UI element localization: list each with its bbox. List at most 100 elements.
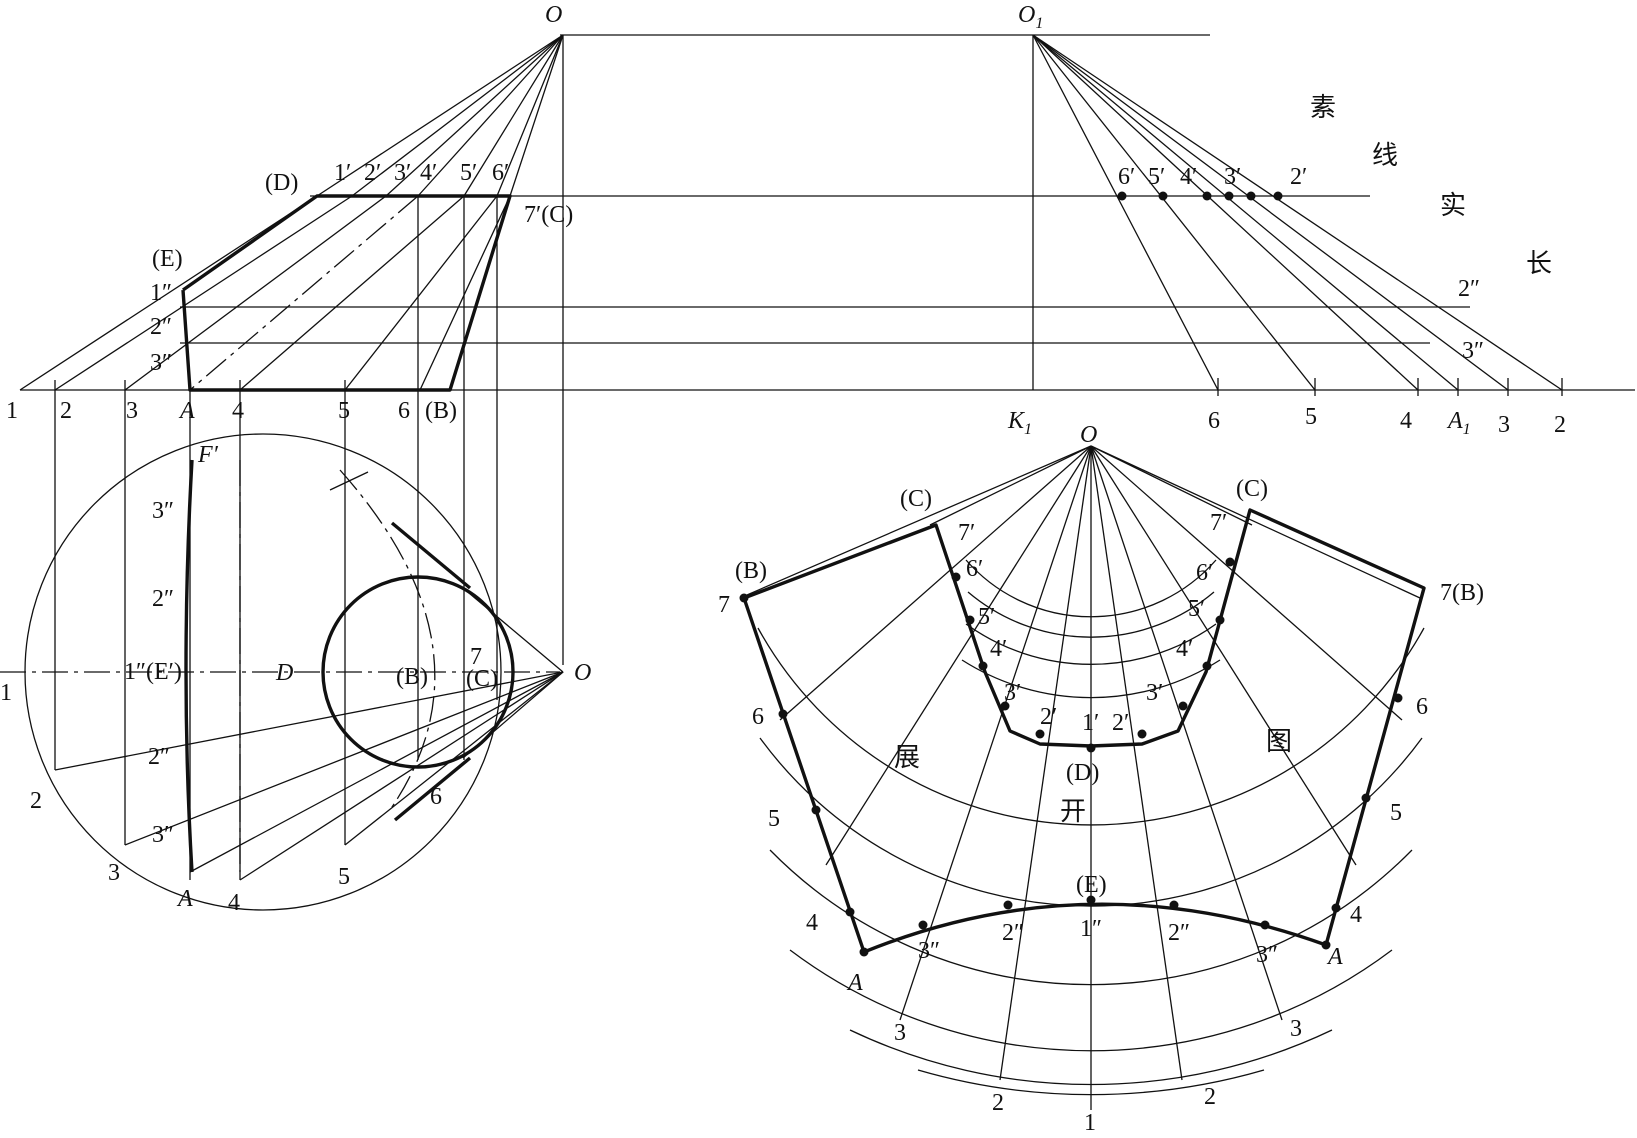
dev-inner-left-6: 6′: [966, 556, 983, 582]
dev-E-label: (E): [1076, 872, 1107, 898]
dev-title-char-3: 图: [1266, 727, 1292, 757]
front-top-point-2: 2′: [364, 160, 381, 186]
dev-inner-left-2: 2′: [1040, 704, 1057, 730]
tl-top-4: 4′: [1180, 164, 1197, 190]
dev-side-right-6: 6: [1416, 694, 1428, 720]
tl-base-4: 4: [1400, 408, 1412, 434]
top-F-label: F′: [197, 442, 219, 468]
tl-base-3: 3: [1498, 412, 1510, 438]
dev-bottom-2-left: 2: [992, 1090, 1004, 1116]
dev-outer-right-2: 2″: [1168, 920, 1190, 946]
tl-top-6: 6′: [1118, 164, 1135, 190]
tl-title-char-1: 素: [1310, 93, 1336, 123]
top-B-label: (B): [396, 664, 428, 690]
front-C-label: 7′(C): [524, 202, 573, 228]
top-E-label: 1″(E′): [124, 659, 182, 685]
tl-ticks: [1217, 378, 1563, 396]
arc-tick: [329, 471, 369, 491]
dev-inner-right-7: 7′: [1210, 510, 1227, 536]
top-C-label: (C): [466, 666, 498, 692]
dev-inner-left-5: 5′: [978, 604, 995, 630]
dev-inner-right-3: 3′: [1146, 680, 1163, 706]
dev-outer-left-3: 3″: [918, 938, 940, 964]
tangent-upper: [390, 521, 472, 590]
dev-bottom-3-left: 3: [894, 1020, 906, 1046]
front-E-label: (E): [152, 246, 183, 272]
true-length-diagram: O1 6′ 5′ 4′ 3′ 2′ 2″ 3″ K1 6 5 4 A1 3 2 …: [1007, 2, 1566, 438]
top-lower-3: 3″: [152, 822, 174, 848]
tl-top-5: 5′: [1148, 164, 1165, 190]
top-rim-6: 6: [430, 784, 442, 810]
dev-inner-right-6: 6′: [1196, 560, 1213, 586]
cylinder-circle: [321, 575, 515, 769]
top-rim-3: 3: [108, 860, 120, 886]
tl-base-2: 2: [1554, 412, 1566, 438]
front-B-label: (B): [425, 398, 457, 424]
dev-title-char-2: 开: [1060, 797, 1086, 827]
front-generators: [19, 195, 511, 391]
front-top-point-6: 6′: [492, 160, 509, 186]
front-D-label: (D): [265, 170, 298, 196]
front-level-projections: [180, 306, 1470, 344]
dev-rays: [739, 445, 1421, 1110]
dev-A-right: A: [1326, 944, 1343, 970]
development-pattern: O (C) (C) (B) 7(B) 7 (D) (E) A A 7′ 6′ 5…: [718, 422, 1484, 1136]
dev-title-char-1: 展: [894, 743, 920, 773]
top-rim-1: 1: [0, 680, 12, 706]
hidden-arc: [339, 469, 436, 811]
dev-side-left-6: 6: [752, 704, 764, 730]
tangent-lower: [393, 756, 472, 822]
dev-D-label: (D): [1066, 760, 1099, 786]
dev-outer-left-2: 2″: [1002, 920, 1024, 946]
dev-outer-right-3: 3″: [1256, 942, 1278, 968]
front-apex-label: O: [545, 2, 562, 28]
dev-side-left-5: 5: [768, 806, 780, 832]
dev-apex-label: O: [1080, 422, 1097, 448]
top-seven-label: 7: [470, 644, 482, 670]
front-A-label: A: [178, 398, 195, 424]
front-top-point-5: 5′: [460, 160, 477, 186]
front-top-point-3: 3′: [394, 160, 411, 186]
dev-dots: [739, 557, 1403, 957]
front-rays: [316, 34, 564, 197]
tl-apex-label: O1: [1018, 2, 1043, 32]
top-rim-5: 5: [338, 864, 350, 890]
dev-bottom-2-right: 2: [1204, 1084, 1216, 1110]
front-base-3: 3: [126, 398, 138, 424]
front-base-1: 1: [6, 398, 18, 424]
dev-bottom-1: 1: [1084, 1110, 1096, 1133]
top-view: F′ 1″(E′) D (B) (C) 7 O 3″ 2″ 2″ 3″ 1 2 …: [0, 433, 591, 916]
front-top-point-4: 4′: [420, 160, 437, 186]
tl-top-3: 3′: [1224, 164, 1241, 190]
dev-upper-outline: [743, 508, 1426, 946]
dev-B-right: 7(B): [1440, 580, 1484, 606]
front-base-2: 2: [60, 398, 72, 424]
dev-side-right-4: 4: [1350, 902, 1362, 928]
dev-outer-center: 1″: [1080, 916, 1102, 942]
tl-top-2: 2′: [1290, 164, 1307, 190]
top-upper-2: 2″: [152, 586, 174, 612]
front-side-point-1: 1″: [150, 280, 172, 306]
top-edge-curve: [184, 459, 194, 873]
tl-right-2: 2″: [1458, 276, 1480, 302]
tl-base-6: 6: [1208, 408, 1220, 434]
tl-dots: [1117, 191, 1283, 201]
dev-B-left: (B): [735, 558, 767, 584]
tl-base-5: 5: [1305, 404, 1317, 430]
front-side-point-3: 3″: [150, 350, 172, 376]
tl-right-3: 3″: [1462, 338, 1484, 364]
top-lower-2: 2″: [148, 744, 170, 770]
front-base-5: 5: [338, 398, 350, 424]
tl-title-char-2: 线: [1372, 141, 1398, 171]
dev-inner-right-5: 5′: [1188, 596, 1205, 622]
top-apex-label: O: [574, 660, 591, 686]
front-side-point-2: 2″: [150, 314, 172, 340]
front-top-point-1: 1′: [334, 160, 351, 186]
top-upper-3: 3″: [152, 498, 174, 524]
dev-inner-left-4: 4′: [990, 636, 1007, 662]
tl-K1-label: K1: [1007, 408, 1032, 438]
top-rim-A: A: [176, 886, 193, 912]
top-rim-2: 2: [30, 788, 42, 814]
